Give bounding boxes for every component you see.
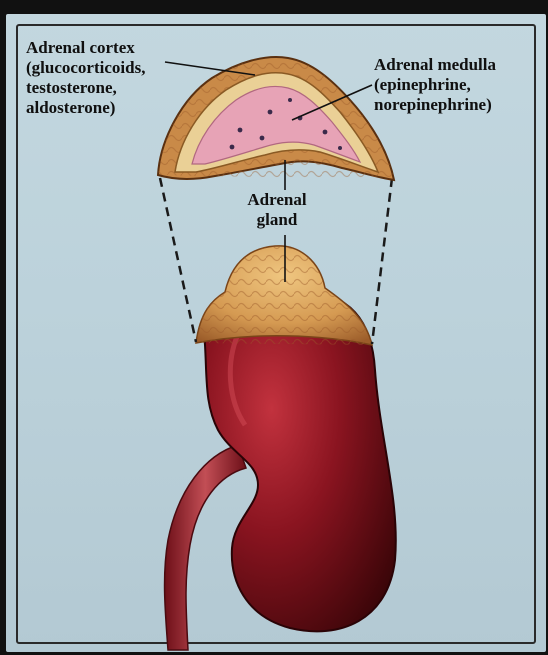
projection-line-left xyxy=(160,178,196,342)
adrenal-cortex-label: Adrenal cortex (glucocorticoids, testost… xyxy=(26,38,145,118)
adrenal-cortex-line-2: testosterone, xyxy=(26,78,145,98)
adrenal-medulla-title: Adrenal medulla xyxy=(374,55,496,75)
adrenal-gland-line-2: gland xyxy=(232,210,322,230)
adrenal-cross-section xyxy=(158,57,394,180)
adrenal-gland-label: Adrenal gland xyxy=(232,190,322,230)
adrenal-gland-line-1: Adrenal xyxy=(232,190,322,210)
adrenal-medulla-line-2: norepinephrine) xyxy=(374,95,496,115)
adrenal-medulla-label: Adrenal medulla (epinephrine, norepineph… xyxy=(374,55,496,115)
adrenal-cortex-line-3: aldosterone) xyxy=(26,98,145,118)
adrenal-medulla-line-1: (epinephrine, xyxy=(374,75,496,95)
adrenal-cortex-line-1: (glucocorticoids, xyxy=(26,58,145,78)
projection-line-right xyxy=(372,178,392,344)
adrenal-cortex-title: Adrenal cortex xyxy=(26,38,145,58)
